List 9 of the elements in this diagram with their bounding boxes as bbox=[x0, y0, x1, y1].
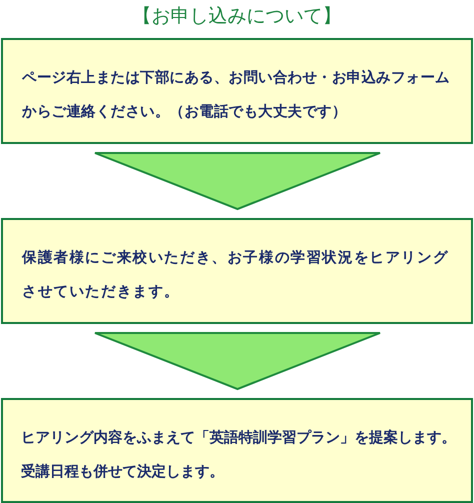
step-box bbox=[1, 38, 473, 144]
step-box bbox=[1, 398, 473, 503]
step-text: ヒアリング内容をふまえて「英語特訓学習プラン」を提案します。受講日程も併せて決定します。 bbox=[21, 428, 457, 482]
arrow bbox=[94, 152, 381, 210]
step-text: ページ右上または下部にある、お問い合わせ・お申込みフォームからご連絡ください。（お電話でも大丈夫です） bbox=[22, 68, 451, 122]
arrow bbox=[94, 332, 381, 390]
title: 【お申し込みについて】 bbox=[132, 4, 342, 29]
step-text: 保護者様にご来校いただき、お子様の学習状況をヒアリングさせていただきます。 bbox=[22, 248, 450, 302]
step-box bbox=[1, 218, 473, 324]
